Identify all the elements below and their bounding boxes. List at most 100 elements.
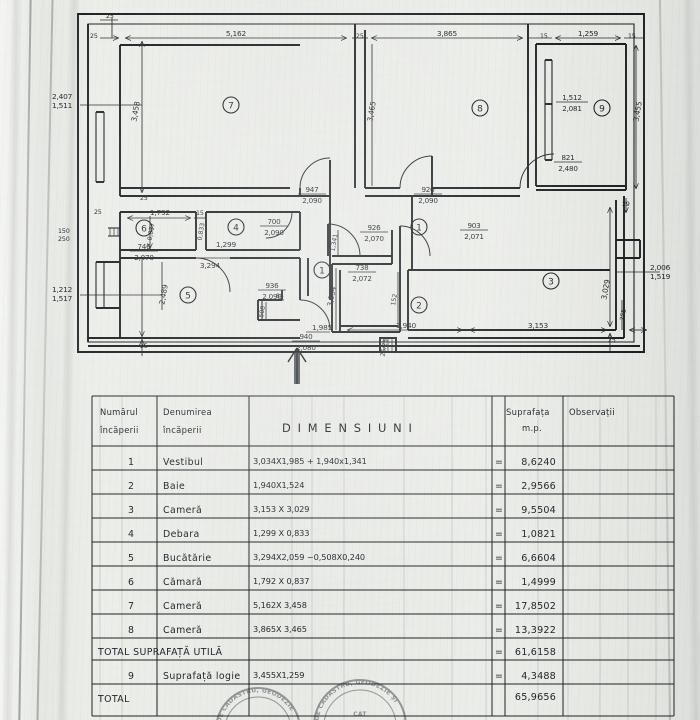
room-number-markers: 7 8 9 6 4 5 1 1 2 3	[135, 96, 611, 314]
dim-2489: 2,489	[157, 283, 169, 305]
row-number: 5	[128, 553, 134, 564]
row-number: 7	[128, 601, 134, 612]
row-name: Suprafață logie	[163, 671, 241, 682]
table-row-total-utila: TOTAL SUPRAFAȚĂ UTILĂ = 61,6158	[97, 646, 556, 658]
dim-top-5162: 5,162	[226, 29, 246, 38]
dim-0837: 0,837	[147, 222, 157, 241]
svg-text:2,070: 2,070	[364, 234, 384, 243]
opening-700: 700 2,090	[260, 217, 288, 237]
dim-29: 29	[622, 201, 630, 208]
official-stamps: DE CADASTRU, GEODEZIE DE CADASTRU, GEODE…	[216, 679, 407, 720]
row-area: 8,6240	[521, 457, 556, 468]
svg-text:903: 903	[467, 221, 480, 230]
dim-top-3865: 3,865	[437, 29, 458, 38]
dim-250: 250	[58, 236, 70, 243]
table-row-logie: 9 Suprafață logie 3,455X1,259 = 4,3488	[128, 670, 556, 682]
row-dims: 1,940X1,524	[253, 480, 304, 490]
row-equals: =	[495, 647, 503, 658]
opening-1512: 1,512 2,081	[556, 93, 588, 113]
dim-3465: 3,465	[365, 100, 377, 122]
total-label: TOTAL	[97, 694, 130, 705]
svg-text:2,071: 2,071	[464, 232, 484, 241]
plan-walls	[87, 24, 641, 353]
table-grid	[91, 395, 675, 717]
row-area: 1,0821	[521, 529, 556, 540]
row-equals: =	[495, 553, 503, 564]
dimension-text-group: 5,162 3,865 1,259 25 25 25 15 15 3,458 2…	[52, 13, 671, 357]
row-name: Debara	[163, 529, 200, 540]
svg-text:2,480: 2,480	[558, 164, 578, 173]
dim-25-d: 25	[94, 209, 102, 216]
table-row-total: TOTAL 65,9656	[97, 692, 556, 705]
opening-746: 746 2,070	[130, 242, 158, 262]
room-marker-8: 8	[477, 105, 483, 115]
room-marker-2: 2	[416, 302, 422, 312]
dim-25-e: 25	[140, 195, 148, 202]
svg-text:2,090: 2,090	[264, 228, 284, 237]
stamp-left: DE CADASTRU, GEODEZIE	[216, 687, 300, 720]
table-row: 7 Cameră 5,162X 3,458 = 17,8502	[128, 600, 556, 612]
room-marker-1: 1	[319, 267, 325, 277]
row-number: 2	[128, 481, 134, 492]
row-area: 1,4999	[521, 577, 556, 588]
header-area-line2: m.p.	[522, 423, 542, 433]
table-header: Numărul încăperii Denumirea încăperii D …	[99, 407, 615, 435]
dim-25-a: 25	[106, 13, 114, 20]
row-name: Cameră	[163, 505, 202, 516]
table-row: 6 Cămară 1,792 X 0,837 = 1,4999	[128, 576, 556, 588]
svg-text:746: 746	[137, 242, 151, 251]
stamp-left-text: DE CADASTRU, GEODEZIE	[216, 687, 295, 720]
header-area-line1: Suprafața	[506, 407, 550, 418]
row-number: 9	[128, 671, 134, 682]
header-number-line1: Numărul	[100, 407, 138, 417]
opening-920: 920 2,090	[414, 185, 442, 205]
dim-1212: 1,212	[52, 285, 72, 294]
opening-labels: 947 2,090 920 2,090 700 2,090 926 2,070 …	[130, 93, 588, 352]
dim-508: 508	[258, 305, 267, 318]
dim-1341: 1,341	[330, 233, 340, 252]
dim-1299: 1,299	[216, 240, 237, 249]
row-area: 9,5504	[521, 505, 556, 516]
table-row: 4 Debara 1,299 X 0,833 = 1,0821	[128, 528, 556, 540]
room-marker-9: 9	[599, 105, 605, 115]
svg-text:2,090: 2,090	[302, 196, 322, 205]
svg-text:2,080: 2,080	[296, 343, 316, 352]
total-utila-value: 61,6158	[515, 647, 556, 658]
row-equals: =	[495, 601, 503, 612]
row-dims: 1,299 X 0,833	[253, 528, 309, 538]
header-number-line2: încăperii	[99, 425, 139, 435]
room-marker-1b: 1	[416, 224, 422, 234]
paper-ruling	[99, 396, 657, 720]
row-dims: 5,162X 3,458	[253, 600, 307, 610]
dimension-lines	[80, 18, 660, 356]
dim-1940: 1,940	[396, 321, 417, 330]
dim-3153: 3,153	[528, 321, 549, 330]
row-number: 1	[128, 457, 134, 468]
opening-947: 947 2,090	[298, 185, 326, 205]
opening-940: 940 2,080	[292, 332, 320, 352]
table-row: 3 Cameră 3,153 X 3,029 = 9,5504	[128, 504, 556, 516]
dim-255: 255	[619, 308, 628, 321]
dim-3029: 3,029	[599, 278, 611, 300]
dim-150: 150	[58, 228, 70, 235]
dim-3455: 3,455	[631, 100, 643, 122]
row-area: 2,9566	[521, 481, 556, 492]
row-name: Cameră	[163, 625, 202, 636]
table-row: 8 Cameră 3,865X 3,465 = 13,3922	[128, 624, 556, 636]
svg-text:738: 738	[355, 263, 369, 272]
row-dims: 3,455X1,259	[253, 670, 304, 680]
total-utila-label: TOTAL SUPRAFAȚĂ UTILĂ	[97, 646, 223, 658]
row-area: 13,3922	[515, 625, 556, 636]
row-dims: 3,153 X 3,029	[253, 504, 309, 514]
table-row: 5 Bucătărie 3,294X2,059 −0,508X0,240 = 6…	[128, 552, 556, 564]
svg-text:2,070: 2,070	[134, 253, 154, 262]
svg-text:1,512: 1,512	[562, 93, 582, 102]
row-equals: =	[495, 529, 503, 540]
opening-926: 926 2,070	[360, 223, 388, 243]
dim-top-1259: 1,259	[578, 29, 599, 38]
dim-left-3458: 3,458	[129, 100, 141, 122]
dim-1792: 1,792	[150, 208, 170, 217]
row-area: 4,3488	[521, 671, 556, 682]
